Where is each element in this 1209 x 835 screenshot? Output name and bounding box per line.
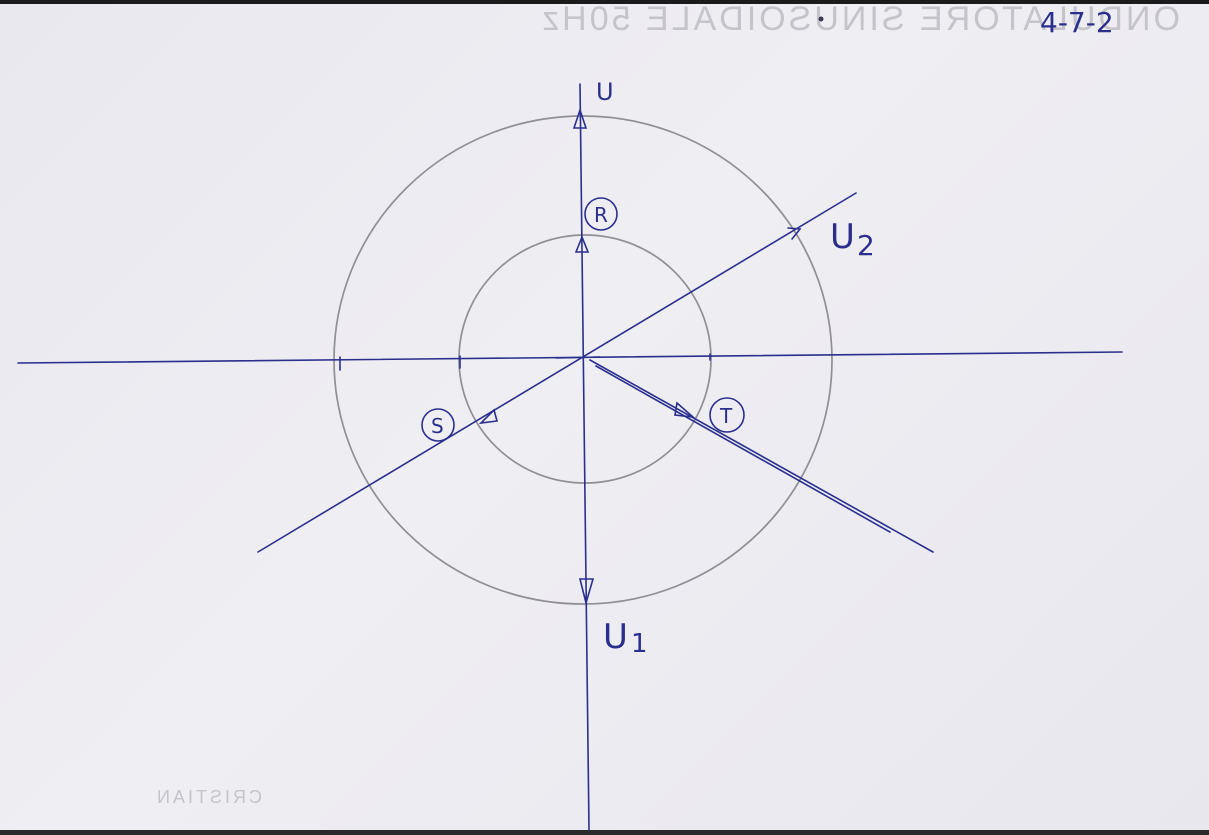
label-t-text: T [719, 404, 733, 428]
t-line-b [595, 365, 891, 533]
show-through-top: ONDULATORE SINUSOIDALE 50Hz [539, 0, 1180, 38]
u1-arrowhead [578, 578, 595, 607]
label-r-text: R [594, 203, 608, 227]
u-arrowhead [572, 107, 588, 129]
label-u: U [596, 78, 614, 106]
t-arrowhead [674, 401, 696, 419]
r-circle [584, 197, 618, 231]
ink-dot [818, 16, 824, 22]
label-u1: U 1 [603, 617, 648, 659]
show-through-text: ONDULATORE SINUSOIDALE 50Hz CRISTIAN [154, 0, 1180, 807]
t-circle [709, 397, 745, 433]
label-s: S [421, 408, 455, 442]
label-u1-main: U [603, 617, 628, 657]
label-t: T [709, 397, 745, 433]
page-reference: 4-7-2 [1040, 6, 1114, 39]
r-arrowhead [574, 234, 590, 253]
label-u2: U 2 [830, 217, 875, 262]
s-arrowhead [478, 408, 499, 425]
origin-mark [555, 356, 601, 359]
t-line-a [589, 359, 934, 553]
show-through-bottom: CRISTIAN [154, 787, 262, 807]
label-s-text: S [431, 414, 444, 438]
label-r: R [584, 197, 618, 231]
u2-line [257, 192, 857, 553]
u2-arrowhead [787, 227, 802, 240]
label-u2-subscript: 2 [857, 229, 875, 262]
label-u2-main: U [830, 217, 855, 257]
top-edge [0, 0, 1209, 4]
s-circle [421, 408, 455, 442]
label-u1-subscript: 1 [631, 629, 648, 659]
bottom-edge [0, 830, 1209, 835]
vertical-axis [579, 83, 590, 831]
